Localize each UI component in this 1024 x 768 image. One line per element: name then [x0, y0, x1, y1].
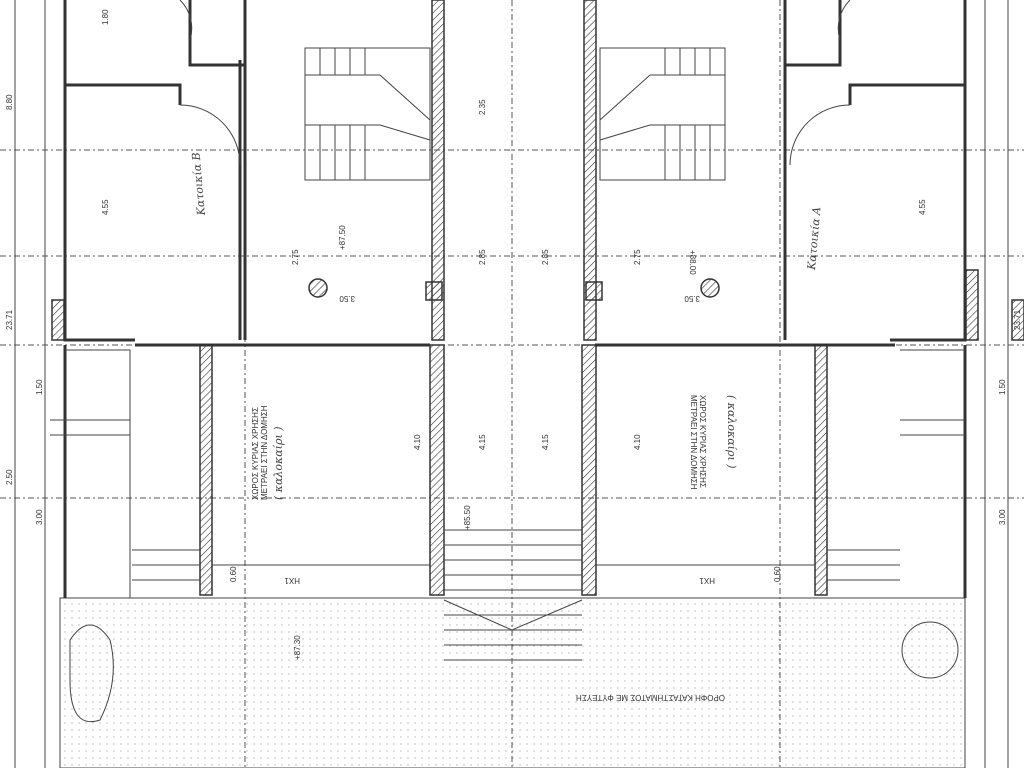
level-1: +87.50	[338, 225, 347, 250]
dim-250: 2.50	[5, 469, 14, 485]
dim-415-r: 4.15	[541, 434, 550, 450]
level-3: +85.50	[463, 505, 472, 530]
space-label-1: ΧΩΡΟΣ ΚΥΡΙΑΣ ΧΡΗΣΗΣ	[251, 407, 260, 500]
dim-180: 1.80	[101, 9, 110, 25]
dim-415: 4.15	[478, 434, 487, 450]
space-label-2-r: ΜΕΤΡΑΕΙ ΣΤΗΝ ΔΟΜΗΣΗ	[689, 395, 698, 490]
space-label-1-r: ΧΩΡΟΣ ΚΥΡΙΑΣ ΧΡΗΣΗΣ	[698, 395, 707, 488]
level-2: +88.00	[688, 250, 697, 275]
dim-410: 4.10	[413, 434, 422, 450]
dim-455: 4.55	[101, 199, 110, 215]
dim-275-r: 2.75	[633, 249, 642, 265]
dim-410-r: 4.10	[633, 434, 642, 450]
dim-880: 8.80	[5, 94, 14, 110]
dim-150: 1.50	[35, 379, 44, 395]
stairs	[132, 47, 900, 661]
space-note-r: ( καλοκαίρι )	[725, 395, 738, 469]
room-b-label: Κατοικία Β	[190, 152, 209, 217]
dim-060: 0.60	[229, 566, 238, 582]
level-4: +87.30	[293, 635, 302, 660]
hx1-right: ΗΧ1	[699, 576, 715, 585]
dim-285: 2.85	[478, 249, 487, 265]
dim-300-r: 3.00	[998, 509, 1007, 525]
room-a-label: Κατοικία Α	[805, 206, 824, 271]
dim-total-left: 23.71	[5, 309, 14, 330]
dim-total-right: 23.71	[1013, 309, 1022, 330]
roof-garden	[59, 597, 966, 768]
space-label-2: ΜΕΤΡΑΕΙ ΣΤΗΝ ΔΟΜΗΣΗ	[260, 405, 269, 500]
hx1-left: ΗΧ1	[284, 576, 300, 585]
roof-label: ΟΡΟΦΗ ΚΑΤΑΣΤΗΜΑΤΟΣ ΜΕ ΦΥΤΕΥΣΗ	[576, 693, 725, 702]
labels: 23.71 23.71 8.80 2.50 1.80 4.55 4.55 1.5…	[5, 9, 1022, 702]
dim-150-r: 1.50	[998, 379, 1007, 395]
dim-350: 3.50	[339, 294, 355, 303]
dim-350-r: 3.50	[684, 294, 700, 303]
columns	[308, 278, 720, 298]
dim-300: 3.00	[35, 509, 44, 525]
walls	[50, 0, 1024, 598]
dim-455-r: 4.55	[918, 199, 927, 215]
dim-235: 2.35	[478, 99, 487, 115]
dim-060-r: 0.60	[773, 566, 782, 582]
dim-285-r: 2.85	[541, 249, 550, 265]
dim-275: 2.75	[291, 249, 300, 265]
doors	[179, 0, 851, 166]
space-note: ( καλοκαίρι )	[272, 426, 285, 500]
